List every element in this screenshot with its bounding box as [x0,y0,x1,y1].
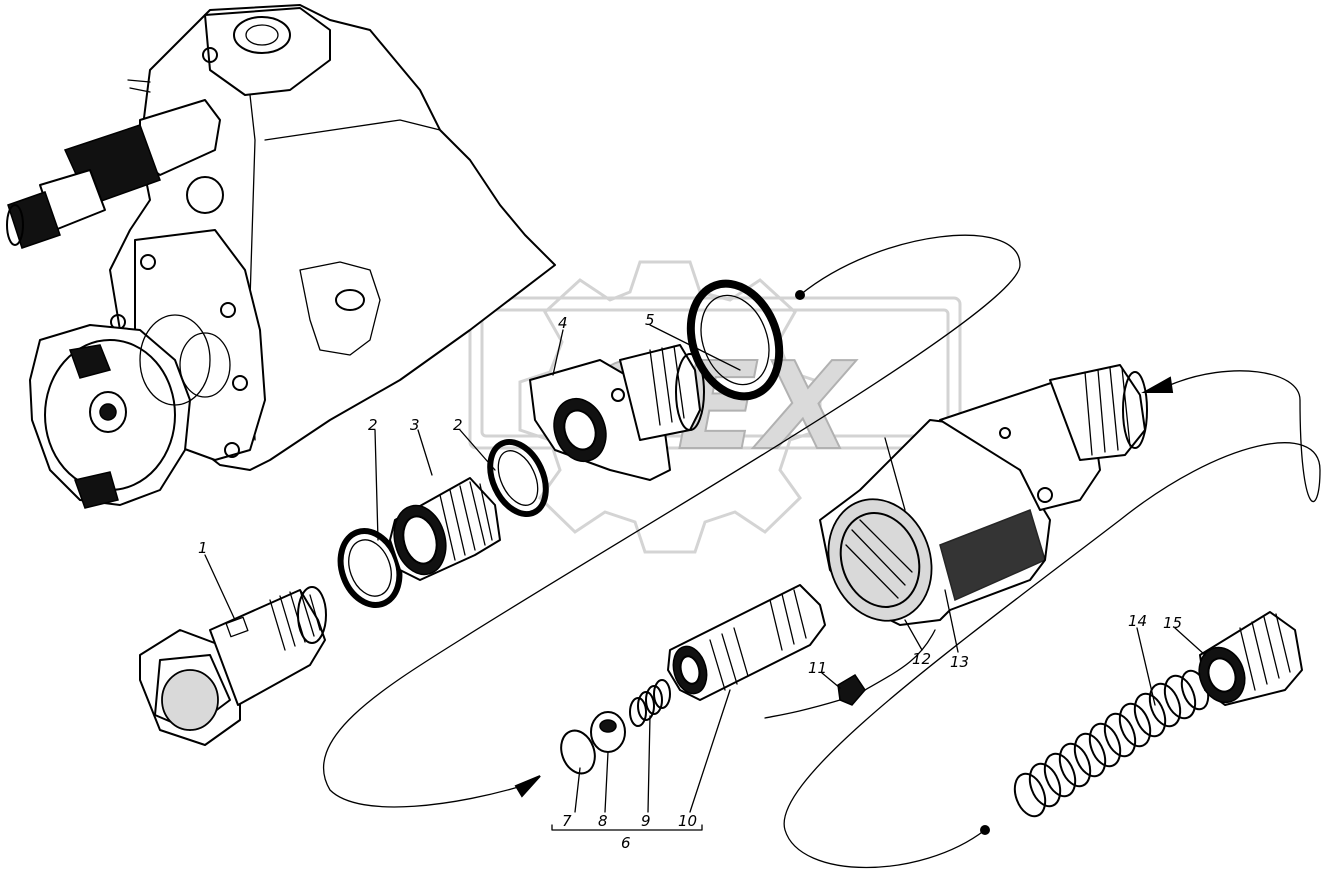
callout-14: 14 [1128,612,1147,630]
path-start-dot [795,290,805,300]
callout-3: 3 [410,416,420,434]
part-5-copper-washer [686,279,784,401]
path-arrow-left [514,775,541,798]
callout-10: 10 [678,812,697,830]
callout-12: 12 [912,650,931,668]
path-arrow-right [1141,376,1174,393]
part-4-banjo-union [529,344,705,481]
callout-5: 5 [645,311,655,329]
callout-4: 4 [558,314,568,332]
part-7-circlip [560,729,596,775]
part-13-valve-body [819,364,1148,626]
callout-1: 1 [198,539,208,557]
part-11-lock-pin [764,629,936,719]
part-1-hollow-screw [139,586,327,746]
callout-11: 11 [808,659,827,677]
callout-15: 15 [1163,614,1182,632]
part-9-small-spring [629,679,671,727]
part-2-seal-ring-right [487,438,549,518]
callout-9: 9 [641,812,651,830]
assembly-path-lines [323,234,1321,869]
pump-housing [6,4,556,509]
callout-8: 8 [598,812,608,830]
part-3-filter-sleeve [389,477,501,581]
part-10-valve-piston [667,584,826,701]
callout-2-left: 2 [368,416,378,434]
callout-7: 7 [562,812,572,830]
callout-2-right: 2 [453,416,463,434]
callout-6: 6 [621,834,631,852]
part-15-adjusting-screw [1198,611,1303,706]
part-14-main-spring [1013,669,1210,818]
leader-lines [204,324,1206,831]
part-8-ball-valve [590,711,626,753]
path-end-dot [980,825,990,835]
callout-labels: 1 2 2 3 4 5 6 7 8 9 10 11 12 13 14 15 [198,311,1182,852]
callout-13: 13 [950,653,969,671]
